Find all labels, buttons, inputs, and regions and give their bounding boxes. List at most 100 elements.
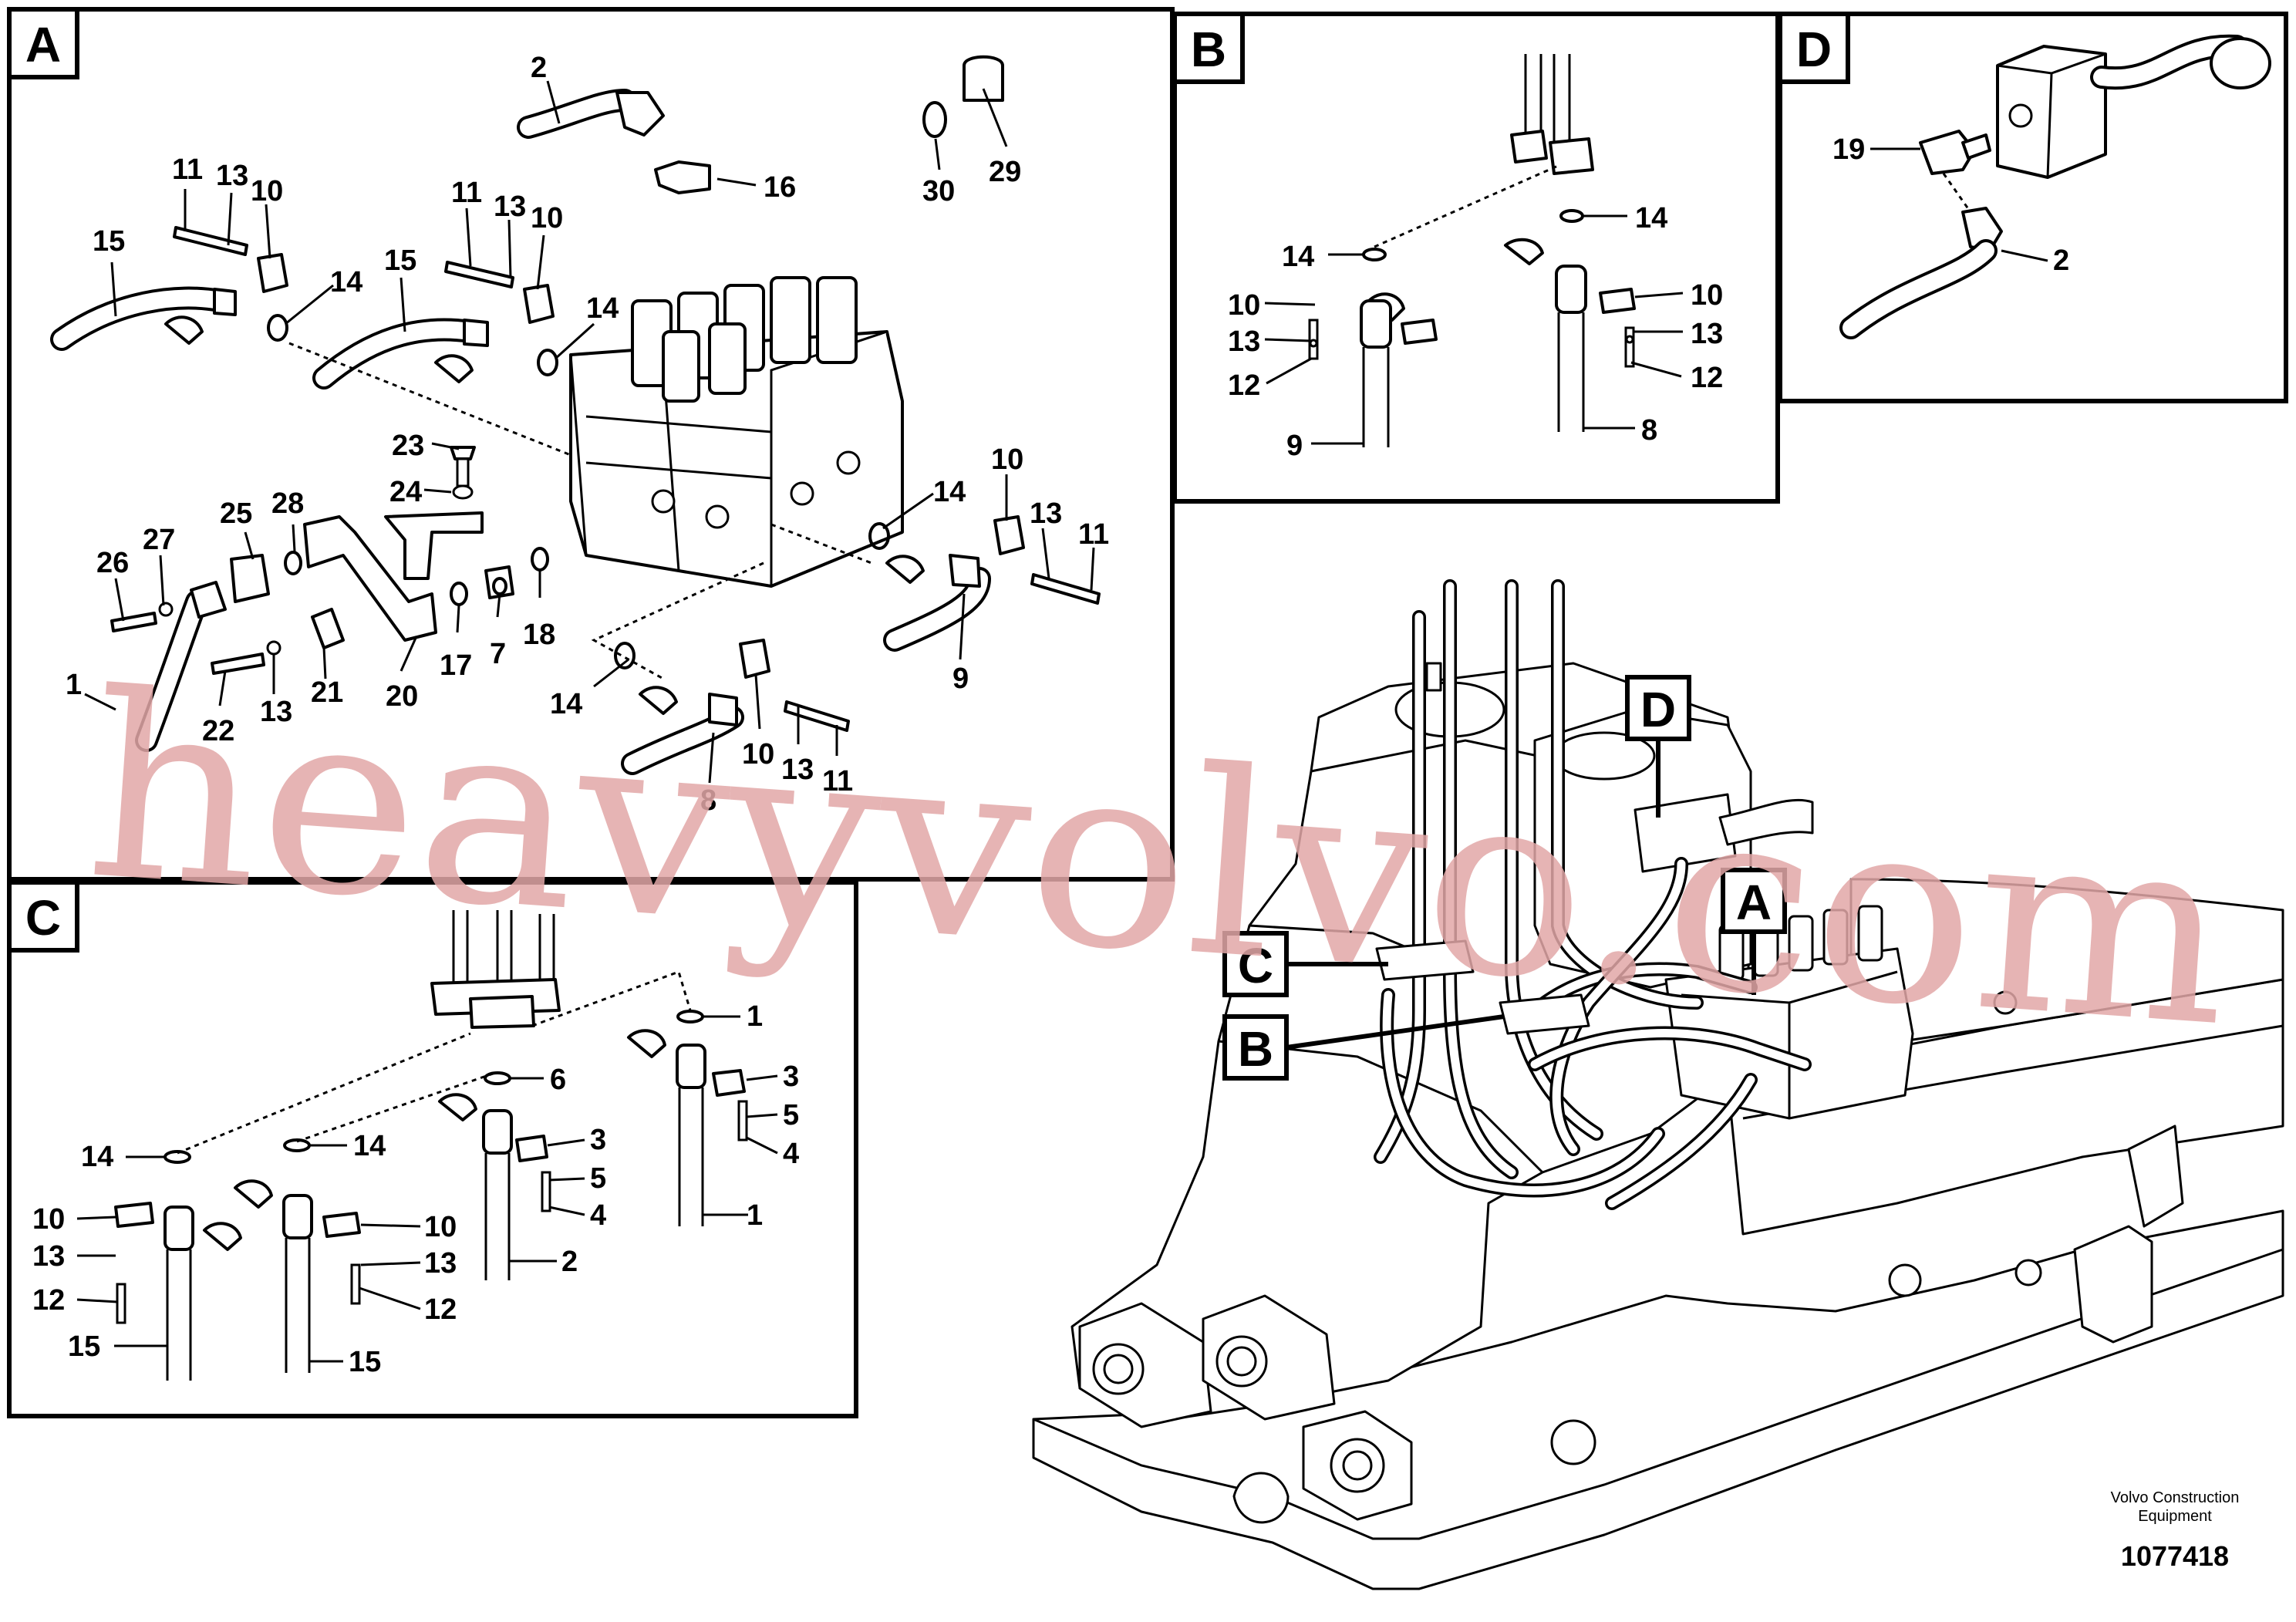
- panel-c-leaders: [76, 1015, 778, 1363]
- panel-b-tag: B: [1191, 22, 1226, 77]
- overview-tag-a: A: [1721, 868, 1787, 995]
- panel-a-bolts: [110, 226, 1101, 732]
- callout-c-5: 5: [783, 1099, 799, 1131]
- panel-c-dash-2: [296, 1071, 498, 1143]
- callout-a-23: 23: [392, 430, 424, 462]
- panel-b-tag-box: [1172, 12, 1245, 84]
- panel-d: D 19 2: [1778, 12, 2288, 403]
- callout-a-22: 22: [202, 715, 234, 747]
- callout-a-16: 16: [764, 171, 796, 204]
- callout-a-14: 14: [330, 266, 362, 298]
- panel-a-dash-1: [288, 342, 571, 457]
- callout-a-15b: 15: [384, 244, 416, 277]
- panel-c-callouts: 1 6 3 5 4 3 5 4 2 14 14 10 10 13 13 12 1…: [32, 1000, 799, 1378]
- overview-tag-d: D: [1625, 675, 1691, 818]
- callout-d-2: 2: [2053, 244, 2069, 277]
- callout-b-10b: 10: [1691, 279, 1723, 312]
- company-line-1: Volvo Construction: [2111, 1489, 2240, 1506]
- callout-c-15: 15: [68, 1330, 100, 1363]
- callout-c-12: 12: [32, 1284, 65, 1317]
- panel-a-tag: A: [25, 17, 61, 73]
- svg-text:D: D: [1640, 682, 1676, 737]
- callout-a-10c: 10: [991, 443, 1023, 476]
- panel-d-leaders: [1870, 147, 2048, 262]
- callout-a-8: 8: [700, 784, 716, 817]
- callout-c-2: 2: [561, 1246, 578, 1278]
- callout-b-14: 14: [1282, 241, 1314, 273]
- machine-hoses: [1374, 579, 1812, 1210]
- callout-a-30: 30: [922, 175, 955, 207]
- callout-a-17: 17: [440, 649, 472, 682]
- callout-a-14d: 14: [550, 688, 582, 720]
- panel-c-dash-1: [177, 1032, 471, 1155]
- panel-b-callouts: 14 14 10 10 13 13 12 12 9 8: [1228, 202, 1723, 462]
- callout-a-26: 26: [96, 547, 129, 579]
- callout-a-10: 10: [251, 175, 283, 207]
- callout-c-5b: 5: [590, 1162, 606, 1195]
- callout-a-15: 15: [93, 225, 125, 258]
- callout-a-28: 28: [271, 487, 304, 520]
- panel-d-tag-box: [1778, 12, 1850, 84]
- callout-c-1: 1: [747, 1000, 763, 1033]
- panel-d-dash: [1942, 173, 1972, 213]
- panel-b-dash: [1374, 164, 1559, 248]
- callout-a-29: 29: [989, 156, 1021, 188]
- callout-b-10: 10: [1228, 289, 1260, 322]
- callout-c-4b: 4: [590, 1199, 606, 1232]
- callout-a-13d: 13: [1030, 497, 1062, 530]
- callout-a-24: 24: [389, 476, 422, 508]
- callout-a-10b: 10: [531, 202, 563, 234]
- company-line-2: Equipment: [2138, 1508, 2212, 1525]
- overview-tag-c: C: [1222, 931, 1388, 997]
- panel-a-tag-box: [7, 7, 79, 79]
- callout-a-9: 9: [952, 663, 969, 695]
- callout-a-7: 7: [490, 638, 506, 670]
- callout-c-1b: 1: [747, 1199, 763, 1232]
- callout-c-10: 10: [32, 1203, 65, 1236]
- machine-boom-lugs: [1078, 1294, 1596, 1524]
- panel-b-parts: [1308, 54, 1636, 447]
- callout-b-8: 8: [1641, 414, 1657, 447]
- callout-a-2: 2: [531, 52, 547, 84]
- callout-a-1: 1: [66, 669, 82, 701]
- callout-a-14c: 14: [933, 476, 966, 508]
- callout-a-11: 11: [172, 153, 203, 186]
- callout-b-13b: 13: [1691, 318, 1723, 350]
- machine-control-valve: [1664, 905, 1914, 1120]
- callout-a-20: 20: [386, 680, 418, 713]
- callout-b-12: 12: [1228, 369, 1260, 402]
- callout-a-11b: 11: [451, 177, 482, 209]
- panel-d-callouts: 19 2: [1832, 133, 2069, 277]
- machine-manifold-c: [1375, 939, 1475, 981]
- callout-d-19: 19: [1832, 133, 1865, 166]
- footer-block: Volvo Construction Equipment 1077418: [2111, 1489, 2240, 1572]
- callout-b-14b: 14: [1635, 202, 1667, 234]
- callout-a-18: 18: [523, 619, 555, 651]
- callout-a-13: 13: [216, 160, 248, 192]
- callout-a-13b: 13: [494, 191, 526, 223]
- callout-c-13: 13: [32, 1240, 65, 1273]
- panel-d-frame: [1778, 12, 2288, 403]
- callout-c-3: 3: [783, 1061, 799, 1093]
- callout-c-15b: 15: [349, 1346, 381, 1378]
- callout-a-11d: 11: [822, 765, 853, 798]
- svg-text:C: C: [1238, 938, 1273, 993]
- panel-d-tag: D: [1796, 22, 1832, 77]
- panel-b: B: [1172, 12, 1780, 504]
- panel-a-hoses: [50, 89, 991, 775]
- panel-a: A: [7, 7, 1175, 882]
- callout-a-21: 21: [311, 676, 343, 709]
- callout-b-12b: 12: [1691, 362, 1723, 394]
- callout-a-14b: 14: [586, 292, 619, 325]
- machine-manifold-b: [1499, 993, 1590, 1035]
- control-valve-block: [569, 276, 904, 588]
- callout-c-3b: 3: [590, 1124, 606, 1156]
- overview-tag-b: B: [1222, 1014, 1505, 1081]
- callout-c-14b: 14: [353, 1130, 386, 1162]
- panel-c-frame: [7, 880, 858, 1418]
- callout-c-14: 14: [81, 1141, 113, 1173]
- callout-b-9: 9: [1286, 430, 1303, 462]
- callout-a-25: 25: [220, 497, 252, 530]
- callout-c-10b: 10: [424, 1211, 457, 1243]
